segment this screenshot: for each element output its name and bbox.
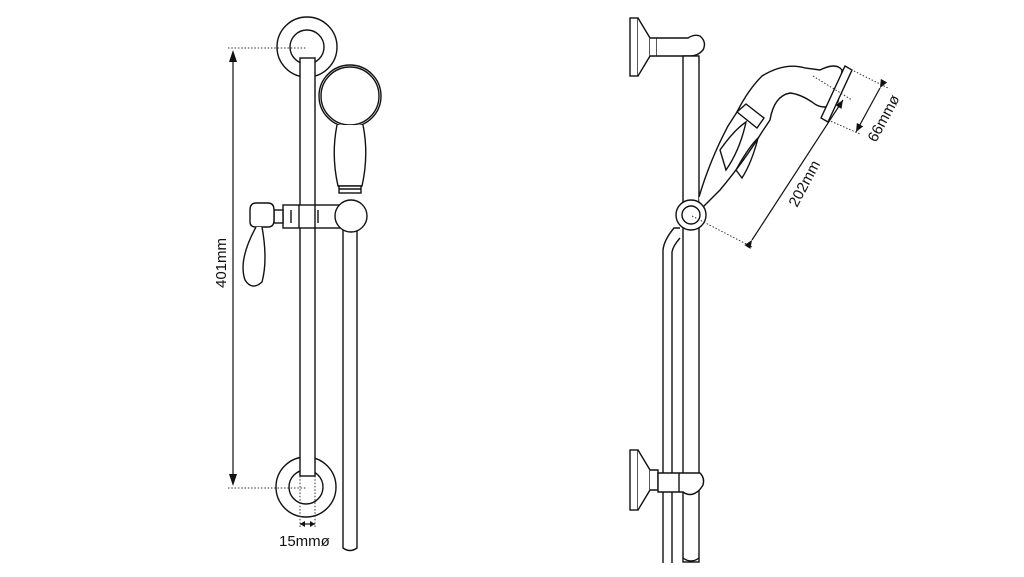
label-head-diameter: 66mmø	[865, 92, 904, 145]
label-rail-height: 401mm	[213, 238, 230, 288]
riser-rail	[299, 57, 316, 477]
dimension-rail-diameter: 15mmø	[279, 476, 330, 550]
label-handset-length: 202mm	[786, 158, 824, 210]
front-view: 401mm 15mmø	[213, 16, 382, 552]
dimension-rail-height: 401mm	[213, 47, 307, 489]
riser-rail-side	[682, 55, 700, 563]
handset-holder	[675, 199, 707, 231]
side-view: 202mm 66mmø	[629, 17, 904, 563]
shower-head	[318, 64, 382, 194]
slider-holder	[242, 199, 368, 287]
bottom-wall-bracket	[629, 449, 705, 511]
top-wall-bracket	[629, 17, 706, 77]
label-rail-diameter: 15mmø	[279, 533, 330, 550]
hose	[342, 228, 358, 552]
hose-side	[662, 227, 681, 563]
handset	[698, 65, 853, 211]
